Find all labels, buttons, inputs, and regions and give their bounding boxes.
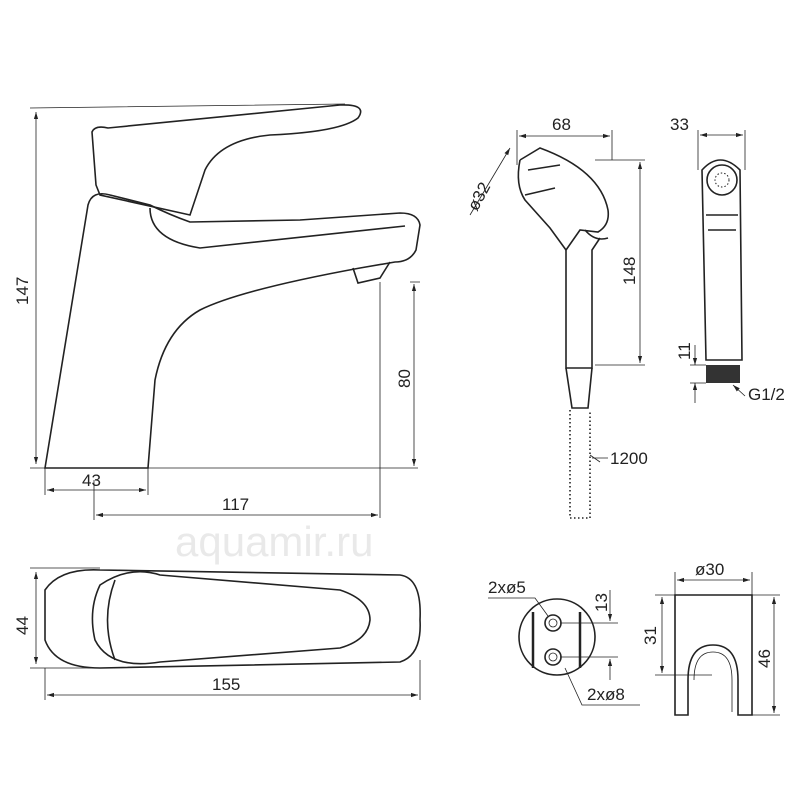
dim-thread-11: 11	[675, 342, 694, 360]
dim-length-155: 155	[212, 675, 240, 694]
dim-height-46: 46	[755, 649, 774, 668]
dim-spacing-13: 13	[592, 593, 611, 612]
faucet-top-view: 44 155	[13, 567, 421, 700]
dim-spout-80: 80	[395, 369, 414, 388]
dim-width-68: 68	[552, 115, 571, 134]
dim-base-43: 43	[82, 471, 101, 490]
faucet-side-view: 147 43 117 80	[13, 103, 421, 520]
dim-length-148: 148	[620, 257, 639, 285]
dim-thread-g12: G1/2	[748, 385, 785, 404]
dim-height-147: 147	[13, 277, 32, 305]
holder-front-view: ø30 31 46	[641, 560, 780, 716]
hand-shower-side-view: 68 148 ø32 1200	[464, 115, 648, 519]
dim-hose-1200: 1200	[610, 449, 648, 468]
dim-holes-small: 2xø5	[488, 578, 526, 597]
dim-width-33: 33	[670, 115, 689, 134]
holder-mount-view: 2xø5 2xø8 13	[488, 578, 640, 706]
dim-reach-117: 117	[222, 495, 249, 514]
dim-holes-large: 2xø8	[587, 685, 625, 704]
dim-diameter-30: ø30	[695, 560, 724, 579]
watermark: aquamir.ru	[175, 518, 373, 565]
dim-width-44: 44	[13, 616, 32, 635]
dim-hook-31: 31	[641, 626, 660, 645]
dim-diameter-32: ø32	[464, 179, 495, 214]
hand-shower-front-view: 33 11 G1/2	[670, 115, 785, 404]
